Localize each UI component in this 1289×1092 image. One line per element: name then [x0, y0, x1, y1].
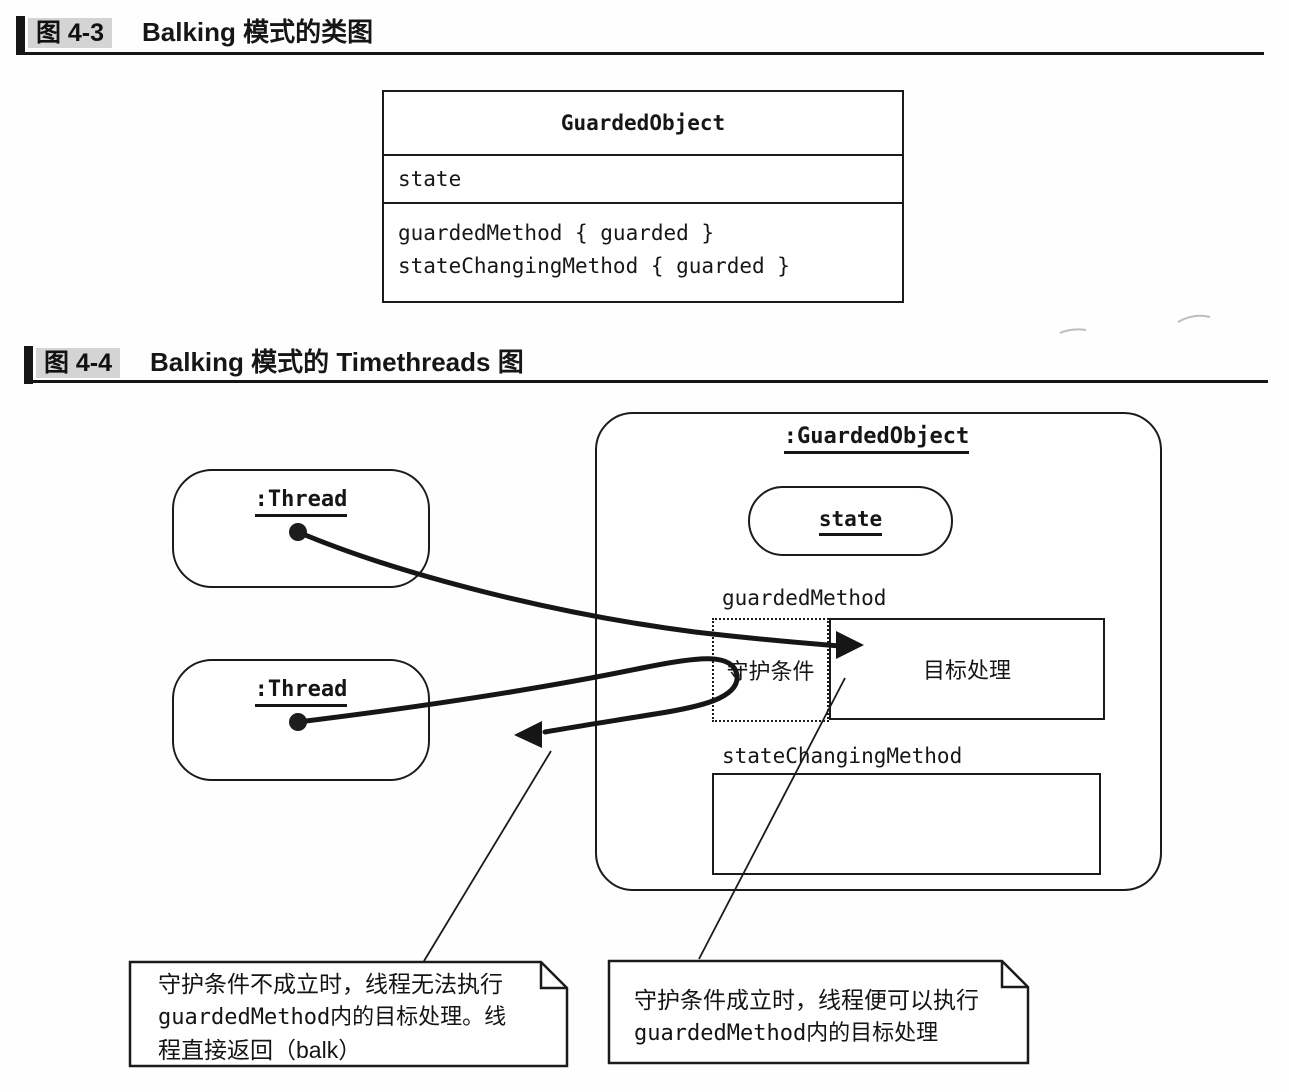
guarded-method-label: guardedMethod: [722, 586, 887, 610]
note-right-fold-icon: [1000, 961, 1028, 989]
note-left-fold-icon: [539, 962, 567, 990]
target-processing-box: 目标处理: [829, 618, 1105, 720]
note-left-leader-line: [423, 750, 552, 962]
class-method: guardedMethod { guarded }: [398, 221, 715, 245]
target-processing-label: 目标处理: [922, 658, 1011, 683]
figure-4-4-tag-bar: [24, 346, 33, 384]
scan-artifact: [1177, 314, 1211, 323]
figure-4-3-tag: 图 4-3: [28, 18, 112, 48]
thread-label: :Thread: [174, 487, 428, 517]
thread-box-2: :Thread: [172, 659, 430, 781]
guarded-object-label: :GuardedObject: [595, 424, 1158, 454]
thread-label: :Thread: [174, 677, 428, 707]
figure-4-4-tag: 图 4-4: [36, 348, 120, 378]
note-left-text: 守护条件不成立时，线程无法执行 guardedMethod内的目标处理。线 程直…: [158, 971, 507, 1063]
scan-artifact: [1059, 328, 1087, 334]
figure-4-4-title: Balking 模式的 Timethreads 图: [150, 347, 524, 377]
guard-condition-box: 守护条件: [712, 618, 829, 722]
class-name: GuardedObject: [560, 111, 726, 135]
thread2-arrowhead-icon: [514, 721, 542, 748]
state-label: state: [818, 507, 883, 536]
figure-4-3-rule: [16, 52, 1264, 55]
thread-box-1: :Thread: [172, 469, 430, 588]
figure-4-3-title: Balking 模式的类图: [142, 17, 374, 47]
class-attribute: state: [384, 154, 902, 202]
uml-class-box: GuardedObject state guardedMethod { guar…: [382, 90, 904, 303]
note-right-text: 守护条件成立时，线程便可以执行 guardedMethod内的目标处理: [634, 987, 979, 1046]
state-pill: state: [748, 486, 953, 556]
class-method: stateChangingMethod { guarded }: [398, 254, 790, 278]
class-methods: guardedMethod { guarded } stateChangingM…: [384, 202, 902, 301]
figure-4-3-tag-bar: [16, 16, 25, 54]
state-changing-method-box: [712, 773, 1101, 875]
state-changing-method-label: stateChangingMethod: [722, 744, 963, 768]
guard-condition-label: 守护条件: [726, 659, 815, 684]
figure-4-4-rule: [24, 380, 1268, 383]
